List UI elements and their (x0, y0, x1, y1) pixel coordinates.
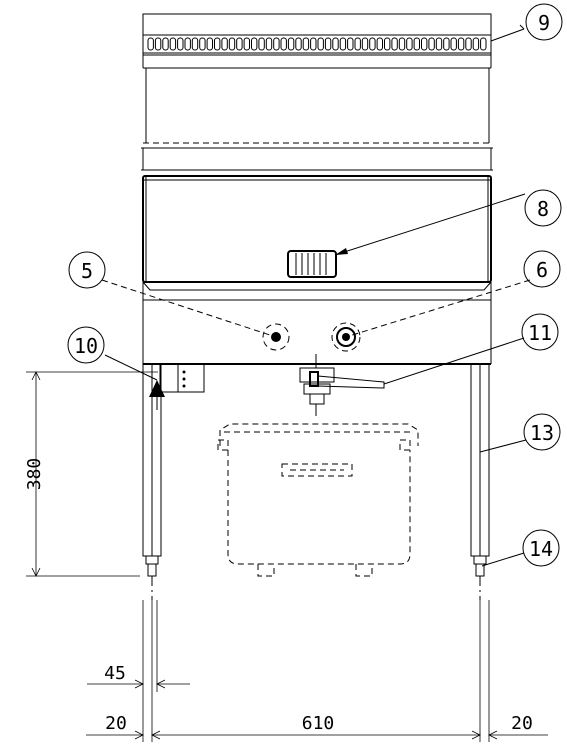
vent-slot (243, 37, 251, 51)
vent-slots (147, 37, 487, 51)
svg-text:5: 5 (81, 259, 93, 283)
callout-5: 5 (68, 251, 106, 289)
svg-text:9: 9 (538, 11, 550, 35)
vent-slot (391, 37, 398, 51)
dimension-width-bottom: 20 610 20 (86, 600, 548, 742)
vent-slot (435, 37, 443, 51)
vent-slot (472, 37, 480, 51)
backsplash (142, 13, 492, 69)
svg-text:13: 13 (530, 421, 554, 445)
control-panel (142, 281, 492, 365)
vent-slot (251, 37, 258, 51)
svg-text:8: 8 (537, 197, 549, 221)
vent-slot (310, 37, 317, 51)
vent-slot (228, 37, 236, 51)
vent-slot (480, 37, 487, 51)
vent-slot (280, 37, 287, 51)
vent-slot (162, 37, 169, 51)
vent-slot (169, 37, 177, 51)
callout-6: 6 (523, 250, 561, 288)
vent-slot (295, 37, 302, 51)
vent-slot (384, 37, 391, 51)
callout-11: 11 (521, 313, 559, 351)
svg-text:610: 610 (302, 713, 335, 734)
callout-13: 13 (523, 413, 561, 451)
vent-slot (147, 37, 154, 51)
upper-body (141, 68, 493, 171)
callout-10: 10 (67, 326, 105, 364)
front-door-panel (142, 175, 492, 283)
vent-slot (154, 37, 162, 51)
vent-slot (324, 37, 332, 51)
door-handle (287, 250, 337, 278)
oil-drain-pan (217, 423, 419, 577)
vent-slot (369, 37, 376, 51)
leader-lines (101, 24, 531, 567)
svg-text:11: 11 (528, 321, 552, 345)
vent-slot (398, 37, 406, 51)
svg-text:20: 20 (105, 713, 127, 734)
vent-slot (199, 37, 206, 51)
vent-slot (428, 37, 435, 51)
svg-text:14: 14 (529, 537, 553, 561)
vent-slot (258, 37, 265, 51)
callout-9: 9 (525, 3, 563, 41)
vent-slot (317, 37, 324, 51)
gas-inlet-box (149, 363, 205, 410)
vent-slot (339, 37, 347, 51)
vent-slot (265, 37, 273, 51)
vent-slot (177, 37, 184, 51)
vent-slot (347, 37, 354, 51)
vent-slot (413, 37, 421, 51)
vent-slot (465, 37, 472, 51)
vent-slot (287, 37, 295, 51)
vent-slot (273, 37, 280, 51)
vent-slot (376, 37, 384, 51)
svg-text:10: 10 (74, 334, 98, 358)
leg-left (142, 363, 162, 600)
drain-valve (299, 354, 385, 416)
vent-slot (450, 37, 457, 51)
vent-slot (184, 37, 191, 51)
dimension-45: 45 (87, 600, 190, 692)
vent-slot (332, 37, 339, 51)
vent-slot (302, 37, 310, 51)
svg-text:45: 45 (104, 663, 126, 684)
svg-text:6: 6 (536, 258, 548, 282)
dimension-height-380: 380 (24, 371, 158, 577)
vent-slot (406, 37, 413, 51)
vent-slot (206, 37, 214, 51)
vent-slot (214, 37, 221, 51)
vent-slot (191, 37, 199, 51)
vent-slot (443, 37, 450, 51)
vent-slot (221, 37, 228, 51)
svg-text:20: 20 (511, 713, 533, 734)
callout-8: 8 (524, 189, 562, 227)
gas-inlet-arrow (149, 380, 165, 397)
callout-14: 14 (522, 529, 560, 567)
svg-text:380: 380 (24, 458, 45, 491)
vent-slot (361, 37, 369, 51)
vent-slot (457, 37, 465, 51)
vent-slot (421, 37, 428, 51)
vent-slot (236, 37, 243, 51)
leg-right (470, 363, 490, 600)
vent-slot (354, 37, 361, 51)
